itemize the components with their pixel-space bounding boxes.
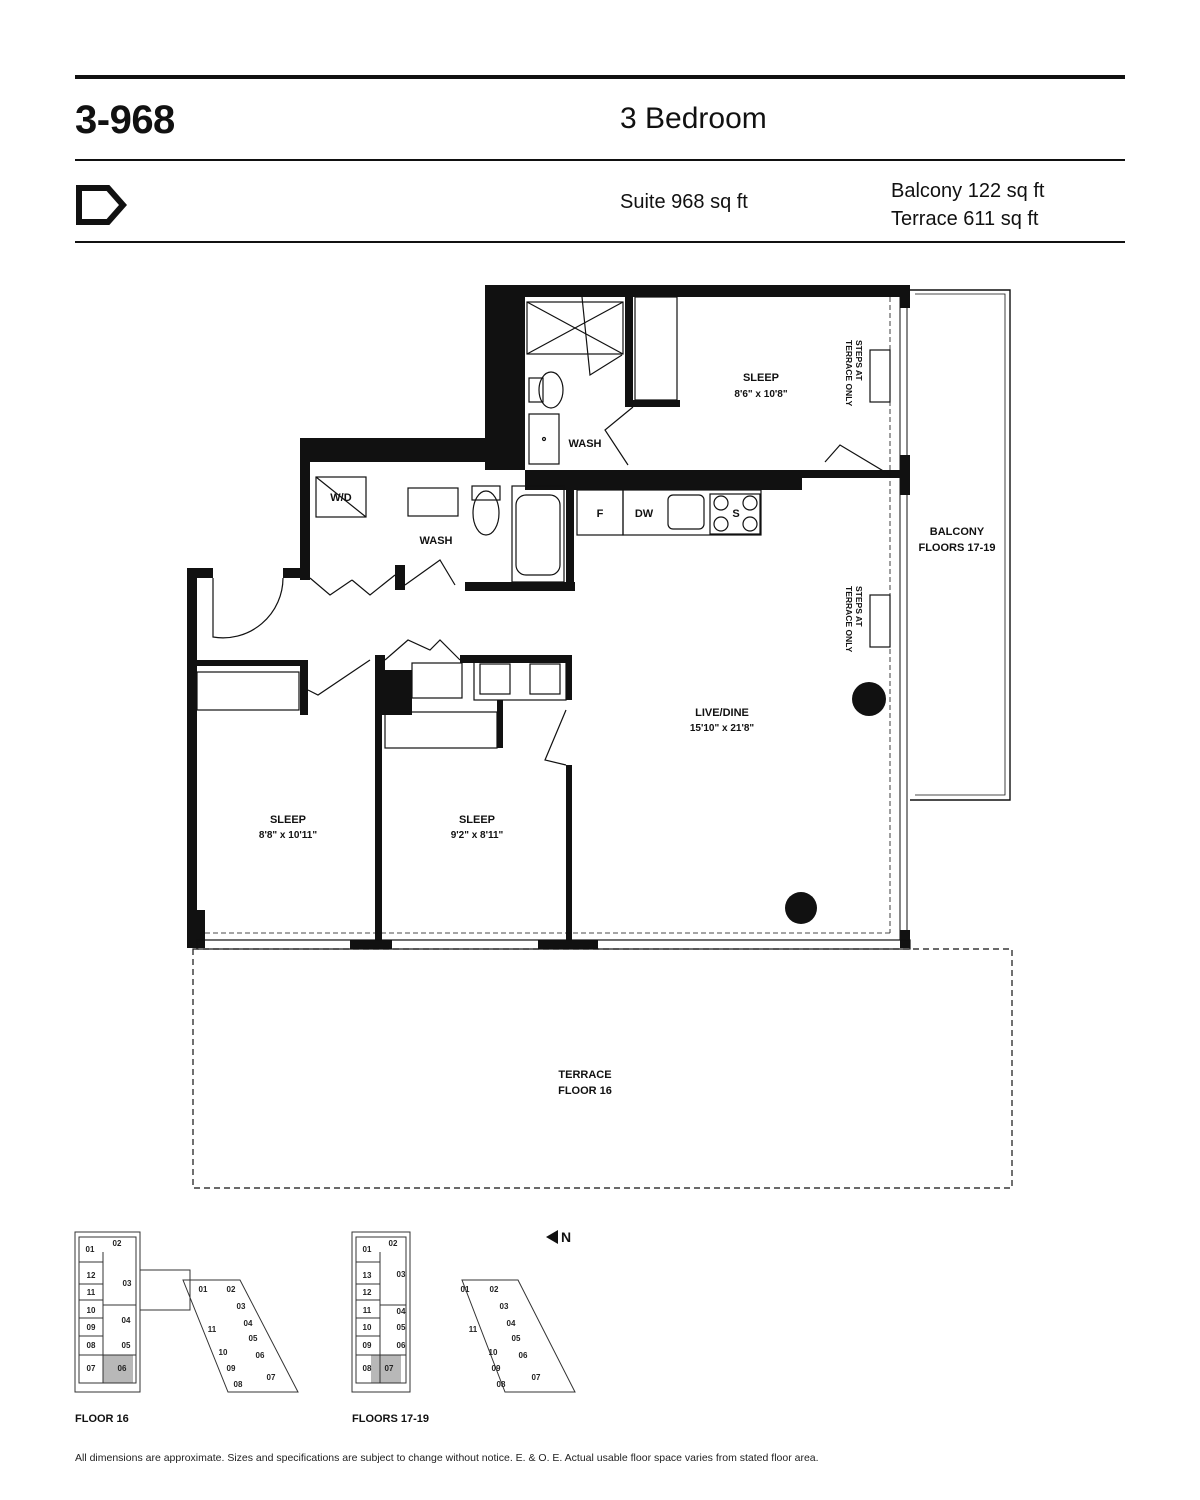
unit-number: 08 xyxy=(234,1380,243,1389)
unit-type: 3 Bedroom xyxy=(620,102,767,135)
room-dims: 8'6" x 10'8" xyxy=(734,389,787,400)
unit-number: 10 xyxy=(489,1348,498,1357)
fixtures xyxy=(192,289,1013,1189)
svg-text:STEPS AT: STEPS AT xyxy=(854,340,864,381)
unit-number: 01 xyxy=(86,1245,95,1254)
unit-number: 11 xyxy=(469,1325,478,1334)
unit-code: 3-968 xyxy=(75,98,175,142)
north-arrow-icon xyxy=(546,1230,558,1244)
floors17-caption: FLOORS 17-19 xyxy=(352,1413,430,1425)
unit-number: 04 xyxy=(507,1319,516,1328)
unit-number: 07 xyxy=(267,1373,276,1382)
balcony-floors: FLOORS 17-19 xyxy=(918,542,995,554)
unit-number: 03 xyxy=(397,1270,406,1279)
columns xyxy=(785,682,886,924)
walls xyxy=(187,285,910,949)
unit-number: 08 xyxy=(497,1380,506,1389)
room-name: SLEEP xyxy=(270,814,306,826)
wash-label: WASH xyxy=(569,438,602,450)
unit-number: 07 xyxy=(532,1373,541,1382)
floor16-caption: FLOOR 16 xyxy=(75,1413,129,1425)
unit-number: 10 xyxy=(219,1348,228,1357)
steps-note: STEPS AT TERRACE ONLY xyxy=(844,340,864,407)
unit-number: 02 xyxy=(389,1239,398,1248)
unit-number: 12 xyxy=(363,1288,372,1297)
unit-number: 09 xyxy=(363,1341,372,1350)
balcony-area: Balcony 122 sq ft xyxy=(891,180,1045,202)
unit-number: 05 xyxy=(397,1323,406,1332)
unit-number: 05 xyxy=(512,1334,521,1343)
unit-number-highlighted: 06 xyxy=(118,1364,127,1373)
unit-number: 03 xyxy=(123,1279,132,1288)
unit-number: 05 xyxy=(249,1334,258,1343)
unit-number: 04 xyxy=(122,1316,131,1325)
room-name: SLEEP xyxy=(743,372,779,384)
terrace-floor: FLOOR 16 xyxy=(558,1085,612,1097)
unit-number: 10 xyxy=(87,1306,96,1315)
wash-label: WASH xyxy=(420,535,453,547)
floor16-right-units: 01 02 03 11 04 05 10 06 09 08 07 xyxy=(199,1285,276,1389)
fridge-label: F xyxy=(597,508,604,520)
unit-number: 07 xyxy=(87,1364,96,1373)
unit-number: 11 xyxy=(87,1288,96,1297)
unit-number: 01 xyxy=(199,1285,208,1294)
unit-number: 09 xyxy=(492,1364,501,1373)
divider xyxy=(75,241,1125,243)
svg-text:STEPS AT: STEPS AT xyxy=(854,586,864,627)
room-dims: 9'2" x 8'11" xyxy=(451,830,504,841)
keyplan-floor16 xyxy=(74,1231,299,1393)
disclaimer: All dimensions are approximate. Sizes an… xyxy=(75,1452,819,1464)
floor16-left-units: 01 02 12 11 03 10 04 09 08 05 07 06 xyxy=(86,1239,132,1373)
unit-number: 12 xyxy=(87,1271,96,1280)
unit-number: 09 xyxy=(87,1323,96,1332)
divider xyxy=(75,159,1125,161)
steps-note: STEPS AT TERRACE ONLY xyxy=(844,586,864,653)
room-name: SLEEP xyxy=(459,814,495,826)
unit-number-highlighted: 07 xyxy=(385,1364,394,1373)
laundry-label: W/D xyxy=(330,492,351,504)
keyplan-floors17 xyxy=(351,1231,576,1393)
unit-number: 04 xyxy=(244,1319,253,1328)
unit-number: 11 xyxy=(208,1325,217,1334)
svg-text:TERRACE ONLY: TERRACE ONLY xyxy=(844,586,854,653)
svg-text:TERRACE ONLY: TERRACE ONLY xyxy=(844,340,854,407)
unit-number: 05 xyxy=(122,1341,131,1350)
unit-number: 03 xyxy=(500,1302,509,1311)
unit-number: 01 xyxy=(363,1245,372,1254)
unit-number: 13 xyxy=(363,1271,372,1280)
unit-number: 02 xyxy=(227,1285,236,1294)
unit-number: 06 xyxy=(397,1341,406,1350)
balcony-label: BALCONY xyxy=(930,526,985,538)
unit-number: 06 xyxy=(519,1351,528,1360)
stove-label: S xyxy=(732,508,739,520)
unit-number: 08 xyxy=(363,1364,372,1373)
floors17-right-units: 01 02 03 11 04 05 10 06 09 08 07 xyxy=(461,1285,541,1389)
unit-number: 01 xyxy=(461,1285,470,1294)
unit-number: 10 xyxy=(363,1323,372,1332)
room-dims: 8'8" x 10'11" xyxy=(259,830,317,841)
unit-number: 02 xyxy=(490,1285,499,1294)
top-rule xyxy=(75,75,1125,79)
dishwasher-label: DW xyxy=(635,508,654,520)
room-name: LIVE/DINE xyxy=(695,707,749,719)
unit-number: 06 xyxy=(256,1351,265,1360)
unit-number: 09 xyxy=(227,1364,236,1373)
suite-area: Suite 968 sq ft xyxy=(620,191,748,213)
unit-number: 04 xyxy=(397,1307,406,1316)
unit-number: 02 xyxy=(113,1239,122,1248)
unit-number: 03 xyxy=(237,1302,246,1311)
room-dims: 15'10" x 21'8" xyxy=(690,723,755,734)
unit-number: 08 xyxy=(87,1341,96,1350)
terrace-label: TERRACE xyxy=(558,1069,611,1081)
outdoor-areas: Balcony 122 sq ft Terrace 611 sq ft xyxy=(891,177,1044,233)
terrace-area: Terrace 611 sq ft xyxy=(891,208,1039,230)
unit-number: 11 xyxy=(363,1306,372,1315)
north-label: N xyxy=(561,1229,571,1245)
floors17-left-units: 01 02 13 03 12 11 04 10 05 09 06 08 07 xyxy=(363,1239,406,1373)
